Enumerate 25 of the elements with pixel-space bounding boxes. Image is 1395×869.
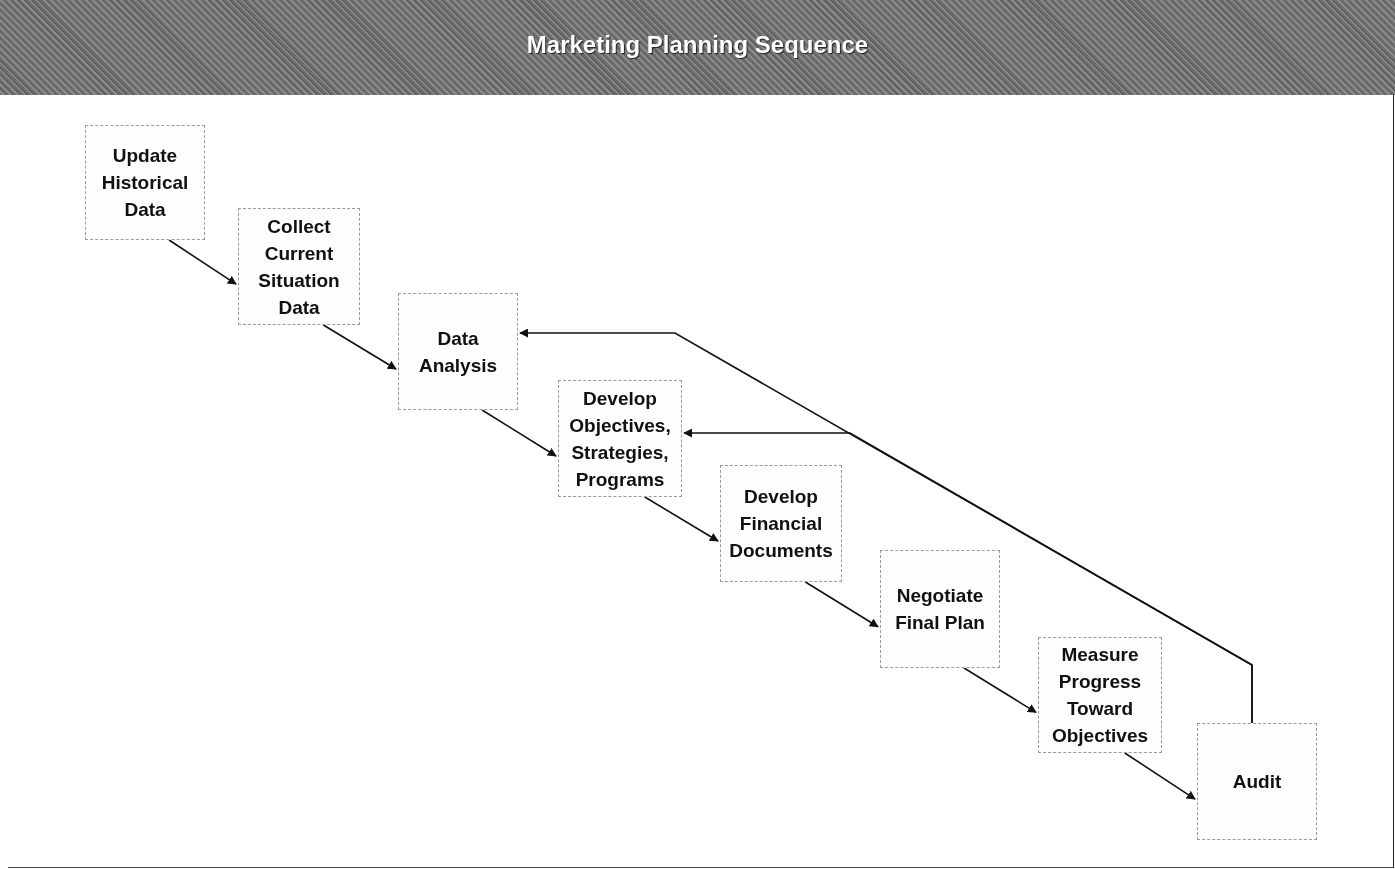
step-label: Data Analysis (417, 326, 499, 378)
process-box (398, 293, 518, 410)
step-label: Collect Current Situation Data (257, 214, 341, 320)
step-label: Develop Objectives, Strategies, Programs (568, 386, 672, 492)
process-box (238, 208, 360, 325)
arrow (1124, 752, 1196, 800)
arrow (683, 428, 1253, 724)
arrow (322, 324, 397, 370)
arrow (804, 581, 879, 628)
process-box (1197, 723, 1317, 840)
step-label: Update Historical Data (100, 144, 190, 222)
arrow (481, 409, 557, 457)
process-box (1038, 637, 1162, 753)
step-label: Audit (1231, 770, 1283, 794)
title: Marketing Planning Sequence (526, 30, 869, 59)
arrow (644, 496, 719, 542)
arrow (168, 239, 237, 285)
process-box (720, 465, 842, 582)
process-box (880, 550, 1000, 668)
step-label: Measure Progress Toward Objectives (1050, 643, 1150, 748)
step-label: Develop Financial Documents (728, 485, 834, 563)
process-box (85, 125, 205, 240)
step-label: Negotiate Final Plan (894, 584, 986, 635)
process-box (558, 380, 682, 497)
arrow (963, 667, 1037, 714)
